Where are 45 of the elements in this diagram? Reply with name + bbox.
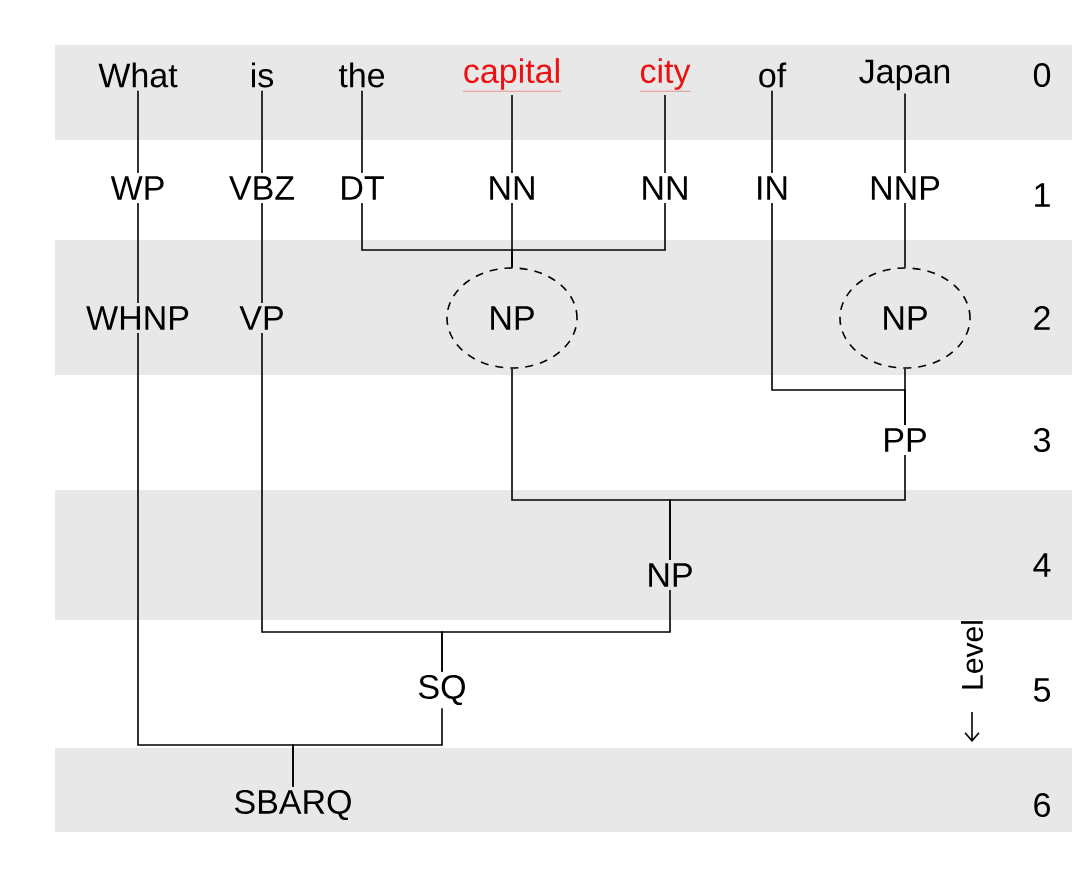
level-number: 5 [1033,678,1051,702]
tag-label: NN [490,176,534,200]
tree-line [361,89,363,174]
tree-line [292,707,443,788]
tag-label: WP [110,176,164,200]
tree-line [771,89,773,174]
tree-line [664,94,666,174]
level-number: 6 [1034,792,1050,818]
level-number: 1 [1035,183,1050,207]
level-number: 3 [1033,427,1050,453]
highlighted-word: city [639,58,691,92]
level-number: 0 [1033,62,1051,88]
tag-label: DT [342,176,384,200]
word: What [98,62,178,88]
tag-label: VP [239,306,283,330]
word: is [252,62,274,88]
phrase-label: NP [446,267,578,369]
tree-line [904,368,906,426]
word: the [338,62,385,88]
tag-label: VBZ [229,176,294,200]
tree-line [261,89,263,174]
tag-label: NP [649,563,692,587]
word: Japan [859,59,950,91]
tag-label: WHNP [86,306,189,330]
tree-line [137,202,139,304]
tree-line [261,202,263,304]
tree-line [669,454,906,561]
tree-line [904,92,906,174]
tree-line [137,89,139,174]
axis-label: Level [961,621,983,689]
tree-line [511,94,513,174]
tag-label: SBARQ [235,789,351,821]
tree-line [904,202,906,268]
word: of [759,62,787,88]
tag-label: SQ [419,674,465,706]
tree-line [441,589,671,673]
tag-label: NN [643,176,687,200]
tree-line [511,202,666,268]
tag-label: PP [885,428,926,452]
tag-label: NNP [871,176,940,200]
level-number: 4 [1033,553,1051,577]
level-number: 2 [1034,306,1050,330]
phrase-label: NP [839,267,971,369]
highlighted-word: capital [462,58,562,92]
tag-label: IN [758,176,787,200]
